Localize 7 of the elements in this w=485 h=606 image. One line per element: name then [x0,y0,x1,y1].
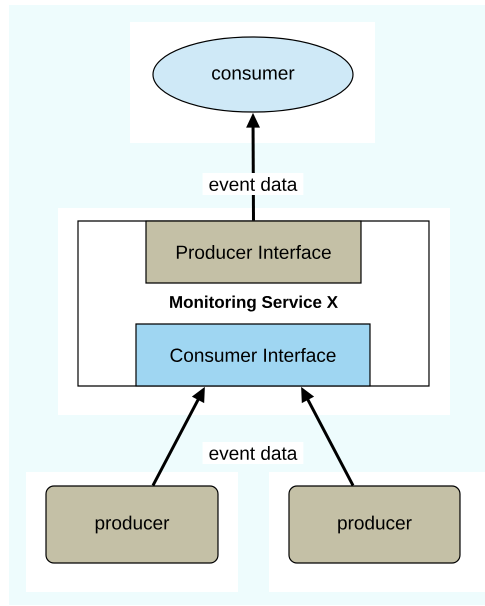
ellipse-node: consumer [152,36,354,113]
interface-box: Consumer Interface [135,323,371,387]
process-box: producer [45,485,219,564]
edge-label: event data [202,442,304,464]
edge-label: event data [202,173,304,195]
interface-box: Producer Interface [145,220,362,284]
process-box: producer [288,485,461,564]
